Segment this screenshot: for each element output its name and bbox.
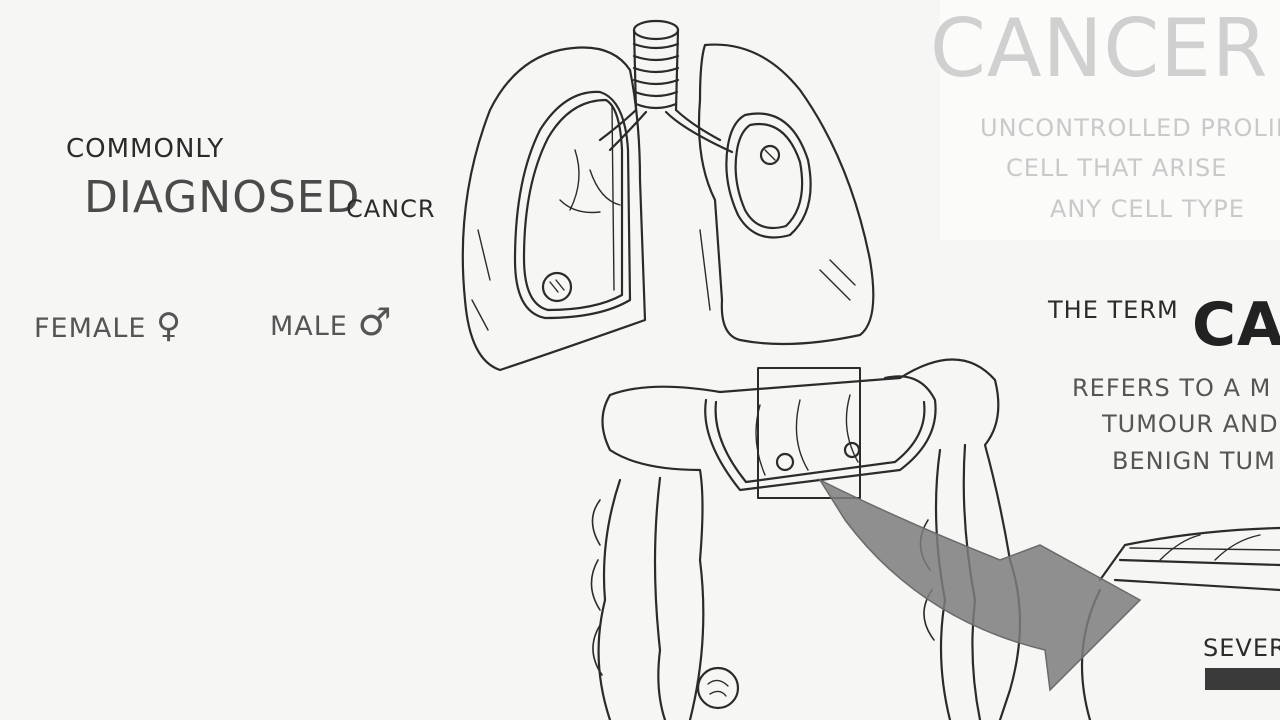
female-symbol-icon: ♀ [156, 306, 182, 346]
box-label: SEVER [1203, 634, 1280, 662]
male-symbol-icon: ♂ [357, 300, 392, 344]
cancer-title: CANCER [930, 2, 1268, 95]
diagnosed-label: DIAGNOSED [84, 172, 360, 223]
term-big-label: CA [1192, 290, 1280, 360]
female-text: FEMALE [34, 313, 146, 344]
female-label: FEMALE ♀ [34, 306, 182, 346]
the-term-label: THE TERM [1048, 296, 1179, 324]
colon-illustration [591, 359, 1020, 720]
right-lung-illustration [699, 45, 873, 344]
definition-line-3: ANY CELL TYPE [1050, 195, 1245, 223]
definition-line-1: UNCONTROLLED PROLIF [980, 114, 1280, 142]
arrow-illustration [820, 480, 1140, 690]
refers-line-3: BENIGN TUM [1112, 447, 1276, 475]
refers-line-1: REFERS TO A M [1072, 374, 1271, 402]
refers-line-2: TUMOUR AND [1102, 410, 1279, 438]
male-label: MALE ♂ [270, 300, 393, 344]
cancer-word-label: CANCR [346, 195, 436, 223]
left-lung-illustration [463, 48, 645, 371]
definition-line-2: CELL THAT ARISE [1006, 154, 1227, 182]
commonly-label: COMMONLY [66, 134, 224, 164]
male-text: MALE [270, 311, 348, 342]
